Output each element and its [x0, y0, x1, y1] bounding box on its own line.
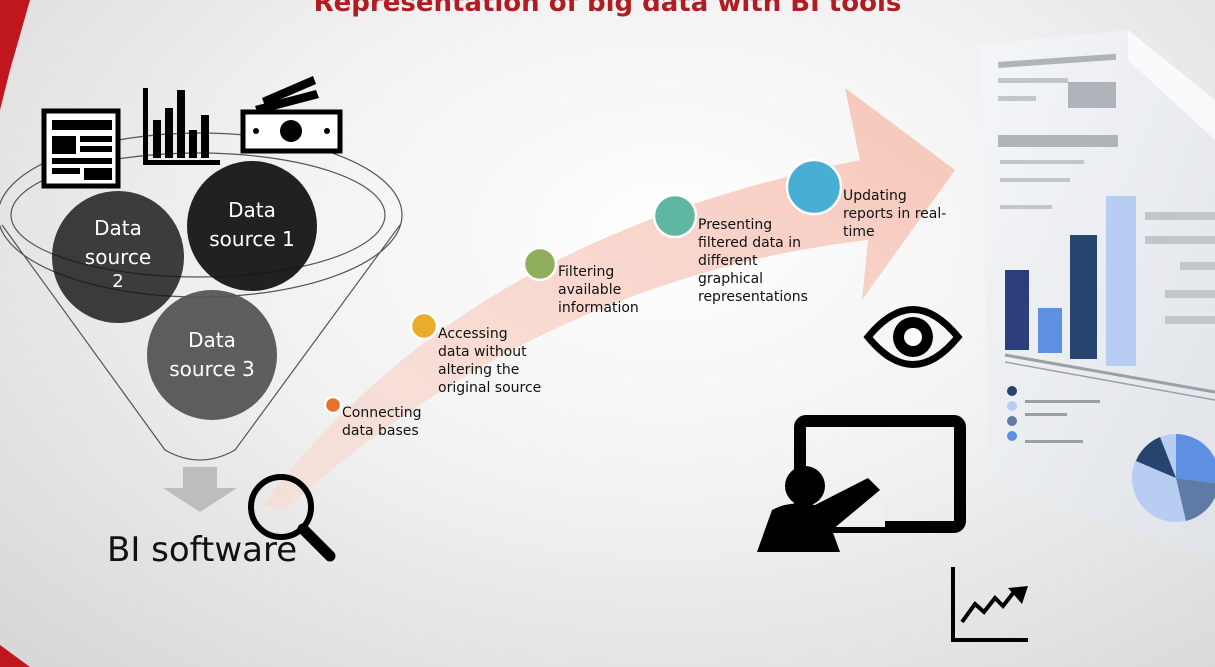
step-label-line: Updating — [843, 188, 907, 204]
step-dots — [323, 158, 843, 415]
data-source-3-line: source 3 — [169, 357, 255, 381]
step-label-line: available — [558, 282, 622, 298]
step-label: Connecting data bases — [342, 404, 422, 440]
step-label-line: Filtering — [558, 264, 615, 280]
step-label-line: original source — [438, 380, 542, 396]
data-source-1-line: source 1 — [209, 227, 295, 251]
step-dot — [652, 193, 698, 239]
eye-icon — [863, 306, 963, 368]
step-label-line: data bases — [342, 423, 419, 439]
step-label-line: altering the — [438, 362, 520, 378]
step-dot — [323, 395, 343, 415]
bar-chart-icon — [143, 88, 220, 165]
data-source-2-circle — [52, 191, 184, 323]
step-label-line: time — [843, 224, 875, 240]
step-label-line: filtered data in — [698, 235, 801, 251]
step-label-line: graphical — [698, 271, 764, 287]
step-label-line: different — [698, 253, 758, 269]
down-arrow-icon — [163, 467, 237, 512]
step-dot — [522, 246, 558, 282]
step-label-line: Presenting — [698, 217, 773, 233]
step-dot — [785, 158, 843, 216]
step-label-line: data without — [438, 344, 527, 360]
data-source-2-line: source — [84, 245, 152, 269]
step-label: Updating reports in real-time — [843, 187, 946, 241]
bi-software-label: BI software — [107, 530, 298, 570]
data-source-3-line: Data — [188, 328, 236, 352]
step-label-line: reports in real- — [843, 206, 947, 222]
data-source-3-circle — [147, 290, 277, 420]
step-label: Accessing data without altering the origina… — [438, 325, 541, 397]
red-corner-top — [0, 0, 30, 110]
step-dot — [409, 311, 439, 341]
data-source-1-label: Data source 1 — [192, 196, 312, 254]
red-corner-bottom — [0, 645, 30, 667]
money-icon — [240, 76, 343, 154]
process-arrow — [262, 88, 955, 510]
data-source-2-line: Data — [94, 216, 142, 240]
dashboard-report-image — [980, 30, 1215, 560]
data-source-1-line: Data — [228, 198, 276, 222]
step-label-line: Connecting — [342, 405, 422, 421]
data-source-2-label: Data source 2 — [62, 214, 174, 292]
newspaper-icon — [41, 108, 121, 189]
data-source-1-circle — [187, 161, 317, 291]
trend-chart-icon — [951, 567, 1028, 642]
step-label-line: Accessing — [438, 326, 508, 342]
step-label: Filtering available information — [558, 263, 639, 317]
magnifier-icon — [248, 474, 336, 562]
data-source-3-label: Data source 3 — [152, 326, 272, 384]
step-label: Presenting filtered data in different graph… — [698, 216, 808, 306]
presenter-icon — [757, 415, 966, 552]
data-source-2-line: 2 — [112, 271, 124, 292]
diagram-title: Representation of big data with BI tools — [313, 0, 902, 18]
step-label-line: representations — [698, 289, 808, 305]
step-label-line: information — [558, 300, 639, 316]
